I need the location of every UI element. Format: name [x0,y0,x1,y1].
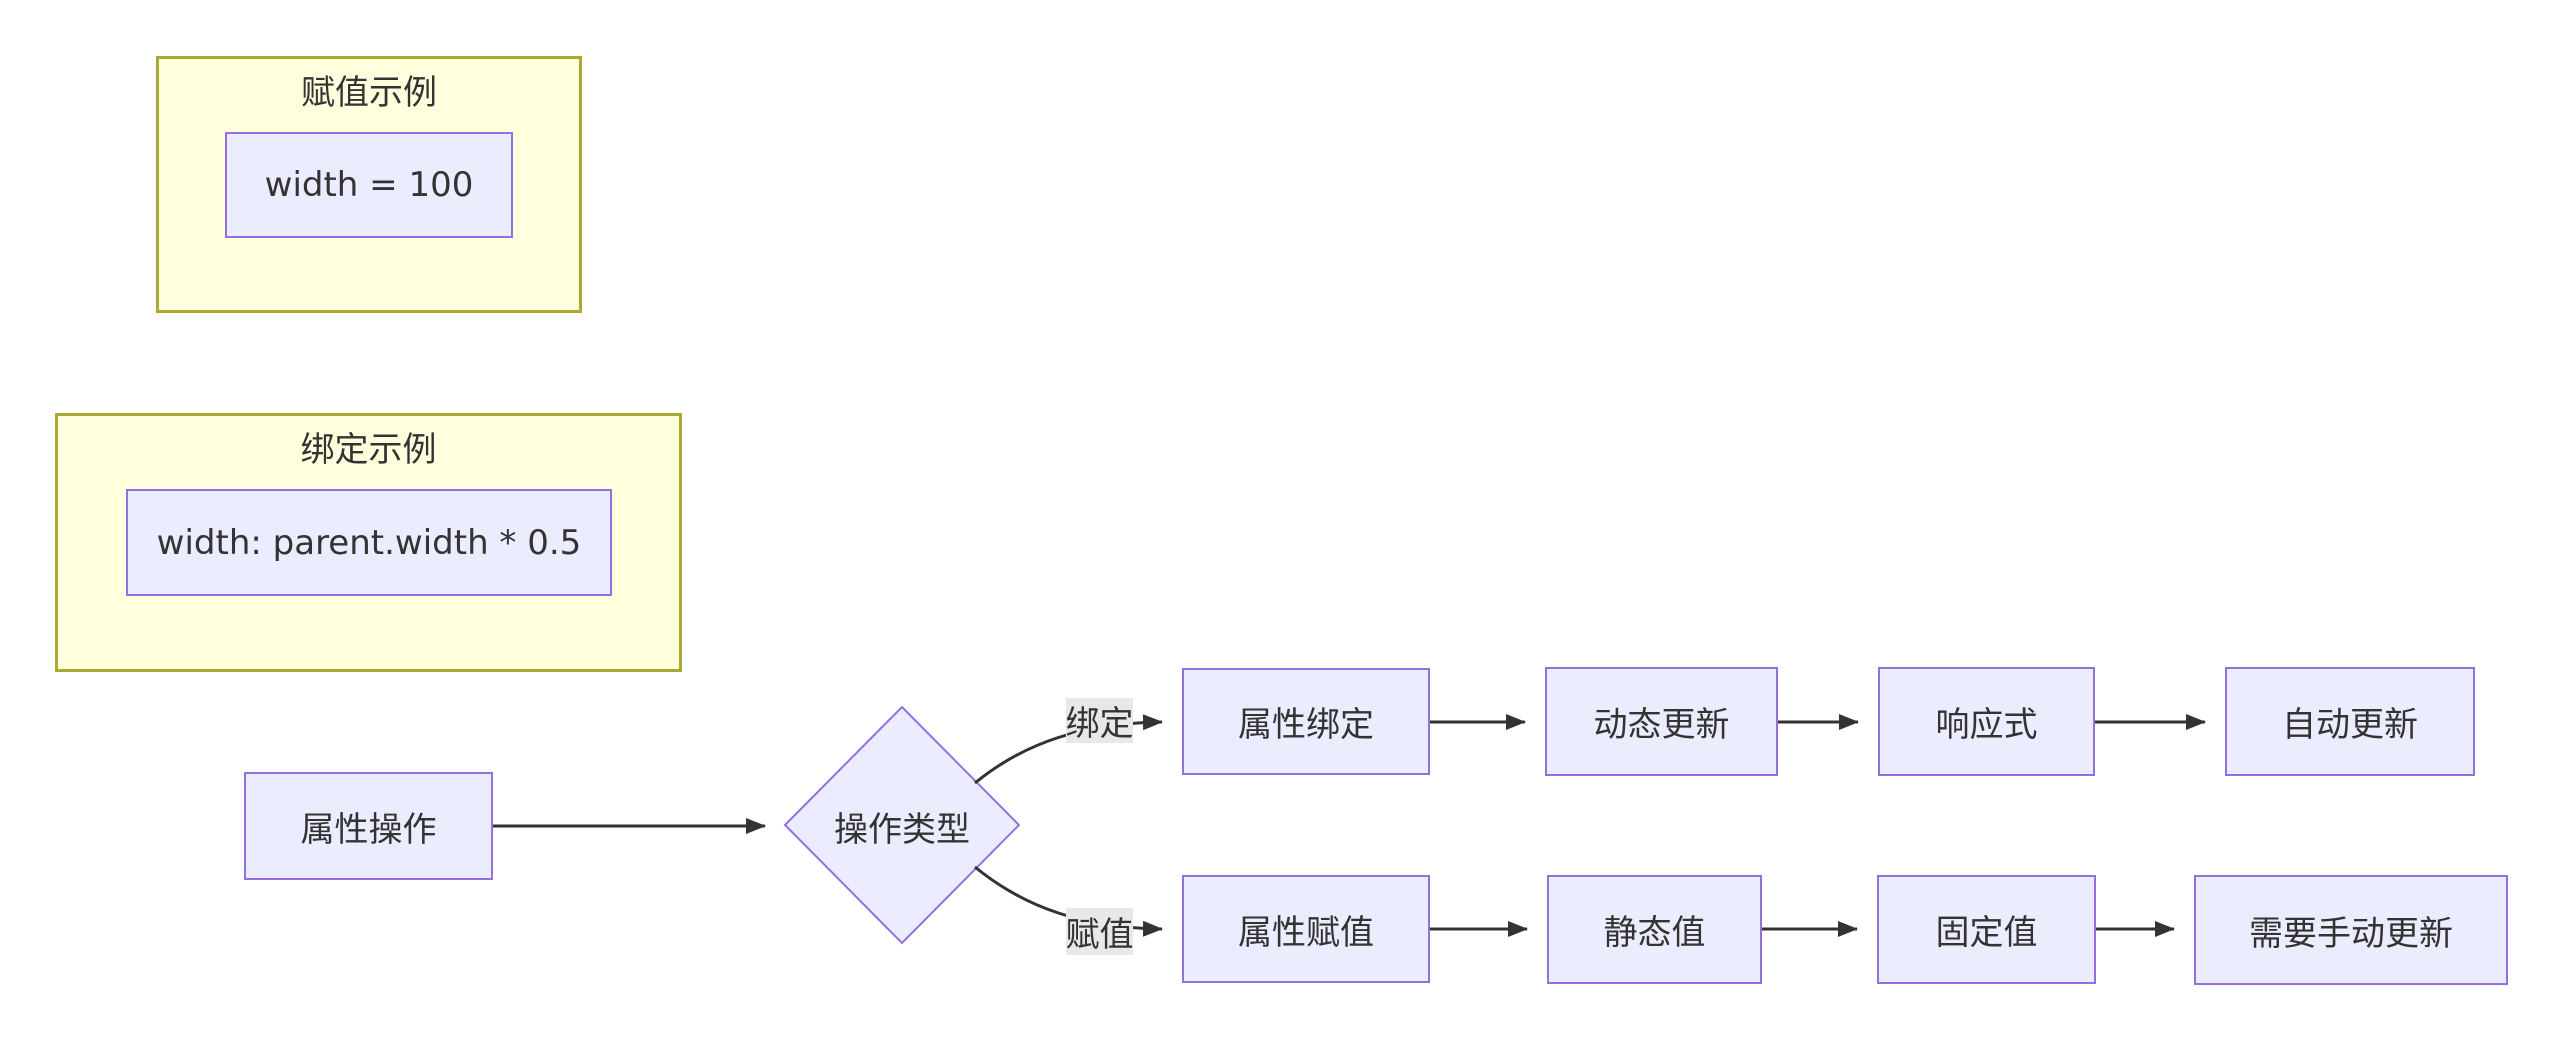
edge-label-assignment-text: 赋值 [1065,915,1134,955]
node-attr-operation: 属性操作 [244,772,493,880]
edge-label-assignment: 赋值 [1065,908,1134,955]
node-width-binding-label: width: parent.width * 0.5 [156,522,582,563]
node-attr-assignment: 属性赋值 [1182,875,1430,983]
node-manual-update-label: 需要手动更新 [2249,913,2453,954]
node-manual-update: 需要手动更新 [2194,875,2508,985]
node-static-value-label: 静态值 [1603,913,1706,953]
node-reactive: 响应式 [1878,667,2095,776]
edge-label-binding-text: 绑定 [1065,704,1134,744]
node-width-100-label: width = 100 [264,165,474,205]
subgraph-binding-title: 绑定示例 [300,430,437,470]
edge-label-binding: 绑定 [1065,698,1134,744]
node-auto-update-label: 自动更新 [2282,705,2418,745]
subgraph-assignment-title: 赋值示例 [301,73,437,113]
node-dynamic-update-label: 动态更新 [1593,705,1730,745]
decision-operation-type: 操作类型 [834,810,970,850]
node-width-100: width = 100 [225,132,513,238]
node-attr-operation-label: 属性操作 [300,809,437,850]
node-width-binding: width: parent.width * 0.5 [126,489,612,596]
node-attr-assignment-label: 属性赋值 [1238,912,1374,953]
node-dynamic-update: 动态更新 [1545,667,1778,776]
node-attr-binding-label: 属性绑定 [1238,705,1374,745]
node-fixed-value: 固定值 [1877,875,2096,984]
node-reactive-label: 响应式 [1935,705,2038,745]
node-static-value: 静态值 [1547,875,1762,984]
node-auto-update: 自动更新 [2225,667,2475,776]
node-attr-binding: 属性绑定 [1182,668,1430,775]
node-fixed-value-label: 固定值 [1935,913,2038,953]
